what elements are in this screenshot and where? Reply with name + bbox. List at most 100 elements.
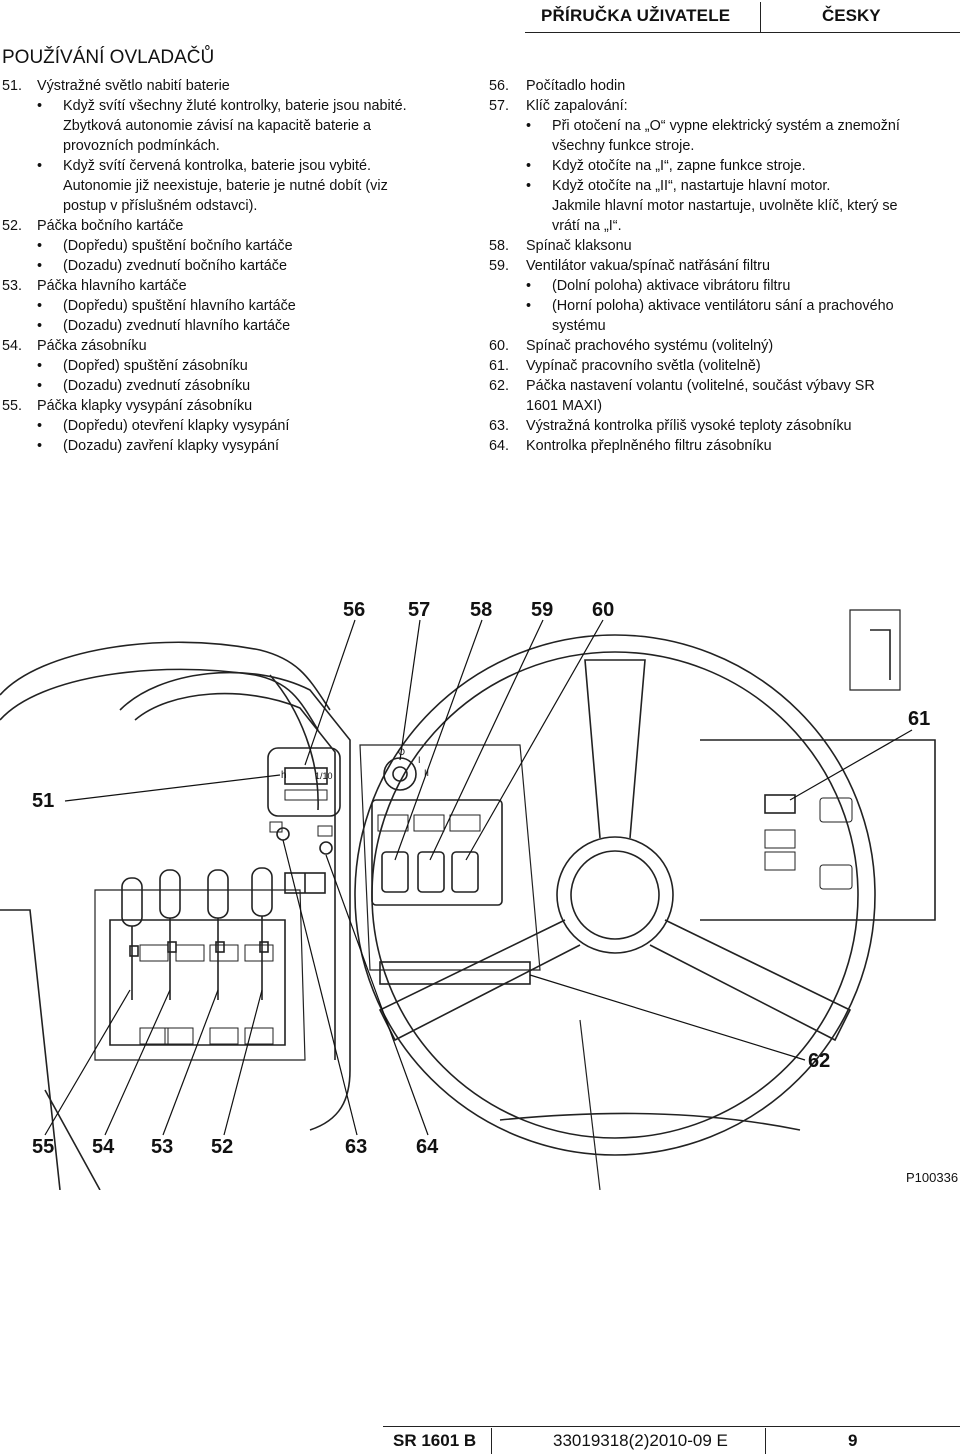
item-text: Klíč zapalování: <box>526 98 628 114</box>
bullet-text: Když svítí všechny žluté kontrolky, bate… <box>63 98 407 114</box>
item-text-continued: 1601 MAXI) <box>526 398 602 414</box>
item-number: 57. <box>489 98 510 114</box>
switch-panel <box>371 799 503 906</box>
item-number: 62. <box>489 378 510 394</box>
item-number: 64. <box>489 438 510 454</box>
callout-51: 51 <box>32 790 55 812</box>
list-item: 56. Počítadlo hodin <box>489 76 959 96</box>
key-position-two: II <box>424 768 430 778</box>
bullet-text: Při otočení na „O“ vypne elektrický syst… <box>552 118 900 134</box>
horn-switch <box>381 851 409 893</box>
bullet-icon: • <box>37 438 43 454</box>
bullet-icon: • <box>37 98 43 114</box>
item-text: Vypínač pracovního světla (volitelně) <box>526 358 761 374</box>
item-text: Spínač klaksonu <box>526 238 632 254</box>
callout-55: 55 <box>32 1136 55 1158</box>
list-item: 61. Vypínač pracovního světla (volitelně) <box>489 356 959 376</box>
control-panel-figure: h 1/10 O I II 56 57 58 59 60 61 51 62 55… <box>0 590 960 1190</box>
list-item: 62. Páčka nastavení volantu (volitelné, s… <box>489 376 959 396</box>
bullet-item: • Když svítí všechny žluté kontrolky, bat… <box>0 96 470 116</box>
vacuum-fan-switch <box>417 851 445 893</box>
bullet-text: Když otočíte na „II“, nastartuje hlavní … <box>552 178 831 194</box>
item-text: Spínač prachového systému (volitelný) <box>526 338 774 354</box>
list-item: 54. Páčka zásobníku <box>0 336 470 356</box>
hour-meter-tenth-label: 1/10 <box>315 771 333 781</box>
item-text: Páčka zásobníku <box>37 338 147 354</box>
footer-doc-code: 33019318(2)2010-09 E <box>553 1431 728 1450</box>
hour-meter-housing <box>267 747 341 817</box>
bullet-item: •(Dozadu) zvednutí hlavního kartáče <box>0 316 470 336</box>
item-number: 54. <box>2 338 23 354</box>
callout-56: 56 <box>343 599 366 621</box>
item-text: Kontrolka přeplněného filtru zásobníku <box>526 438 772 454</box>
callout-62: 62 <box>808 1050 831 1072</box>
list-item: 51.Výstražné světlo nabití baterie <box>0 76 470 96</box>
callout-64: 64 <box>416 1136 439 1158</box>
callout-57: 57 <box>408 599 431 621</box>
bullet-text-continued: postup v příslušném odstavci). <box>63 198 258 214</box>
item-number: 53. <box>2 278 23 294</box>
bullet-item: •Když otočíte na „I“, zapne funkce stroj… <box>489 156 959 176</box>
bullet-icon: • <box>526 178 532 194</box>
item-text: Páčka nastavení volantu (volitelné, souč… <box>526 378 875 394</box>
bullet-text-continued: Jakmile hlavní motor nastartuje, uvolnět… <box>552 198 898 214</box>
bullet-text-continued: provozních podmínkách. <box>63 138 220 154</box>
bullet-text: (Dozadu) zvednutí hlavního kartáče <box>63 318 291 334</box>
item-number: 52. <box>2 218 23 234</box>
bullet-text-continued: Zbytková autonomie závisí na kapacitě ba… <box>63 118 371 134</box>
bullet-text-continued: Autonomie již neexistuje, baterie je nut… <box>63 178 388 194</box>
list-item: 53.Páčka hlavního kartáče <box>0 276 470 296</box>
adjustment-bar <box>379 961 531 985</box>
list-item: 57. Klíč zapalování: <box>489 96 959 116</box>
page-footer: SR 1601 B 33019318(2)2010-09 E 9 <box>0 1426 960 1454</box>
bullet-text: (Dopřed) spuštění zásobníku <box>63 358 248 374</box>
bullet-text: (Dolní poloha) aktivace vibrátoru filtru <box>552 278 791 294</box>
item-number: 58. <box>489 238 510 254</box>
item-number: 51. <box>2 78 23 94</box>
item-number: 56. <box>489 78 510 94</box>
wheel-spoke-right <box>649 919 852 1042</box>
footer-divider <box>491 1428 492 1454</box>
item-text: Ventilátor vakua/spínač natřásání filtru <box>526 258 770 274</box>
bullet-icon: • <box>37 238 43 254</box>
bullet-icon: • <box>37 378 43 394</box>
item-number: 55. <box>2 398 23 414</box>
callout-58: 58 <box>470 599 493 621</box>
steering-wheel-hub <box>556 836 674 954</box>
item-number: 59. <box>489 258 510 274</box>
bullet-item: •Při otočení na „O“ vypne elektrický sys… <box>489 116 959 136</box>
item-number: 61. <box>489 358 510 374</box>
bullet-text: Když svítí červená kontrolka, baterie js… <box>63 158 371 174</box>
work-light-switch <box>764 794 796 814</box>
bullet-text-continued: vrátí na „I“. <box>552 218 622 234</box>
bullet-item: • (Dolní poloha) aktivace vibrátoru filtr… <box>489 276 959 296</box>
bullet-text: (Dopředu) otevření klapky vysypání <box>63 418 290 434</box>
right-console <box>700 739 936 921</box>
bullet-text: (Dopředu) spuštění bočního kartáče <box>63 238 293 254</box>
item-text: Počítadlo hodin <box>526 78 626 94</box>
list-item: 64. Kontrolka přeplněného filtru zásobník… <box>489 436 959 456</box>
header-divider <box>760 2 761 32</box>
wheel-spoke-left <box>378 919 581 1042</box>
bullet-item: •(Horní poloha) aktivace ventilátoru sán… <box>489 296 959 316</box>
callout-61: 61 <box>908 708 931 730</box>
list-item: 52.Páčka bočního kartáče <box>0 216 470 236</box>
bullet-text: (Dopředu) spuštění hlavního kartáče <box>63 298 296 314</box>
hour-meter-h-label: h <box>281 770 287 781</box>
bullet-icon: • <box>526 278 532 294</box>
callout-60: 60 <box>592 599 615 621</box>
bullet-text: (Horní poloha) aktivace ventilátoru sání… <box>552 298 894 314</box>
page-header: PŘÍRUČKA UŽIVATELE ČESKY <box>0 0 960 34</box>
bullet-text: (Dozadu) zvednutí zásobníku <box>63 378 251 394</box>
header-rule <box>525 32 960 33</box>
panel-housing <box>119 671 351 1131</box>
callout-leaders <box>44 619 913 1136</box>
wheel-spoke-top <box>584 659 646 839</box>
footer-divider <box>765 1428 766 1454</box>
bullet-text: Když otočíte na „I“, zapne funkce stroje… <box>552 158 806 174</box>
bullet-item: • (Dozadu) zvednutí zásobníku <box>0 376 470 396</box>
control-panel-drawing <box>0 609 936 1190</box>
manual-title: PŘÍRUČKA UŽIVATELE <box>541 6 731 25</box>
steering-wheel-rim <box>354 634 876 1156</box>
